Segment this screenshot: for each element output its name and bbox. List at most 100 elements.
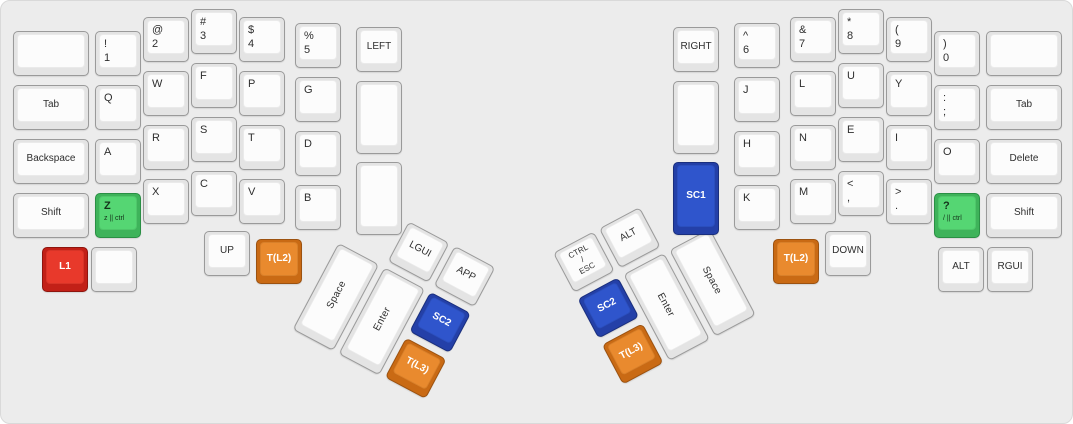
key-right-arrow[interactable]: RIGHT [673,27,719,72]
key-a[interactable]: A [95,139,141,184]
key-u[interactable]: U [838,63,884,108]
key-h[interactable]: H [734,131,780,176]
key-exclam-1[interactable]: !1 [95,31,141,76]
key-label: : [943,92,947,104]
key-p[interactable]: P [239,71,285,116]
key-label: T(L3) [403,355,431,377]
keycap-top: UP [208,234,246,268]
key-l-inner-tall-2[interactable] [356,162,402,235]
key-shift-right[interactable]: Shift [986,193,1062,238]
key-label: B [304,192,312,204]
key-tab-left[interactable]: Tab [13,85,89,130]
key-x[interactable]: X [143,179,189,224]
key-shift-left[interactable]: Shift [13,193,89,238]
key-w[interactable]: W [143,71,189,116]
keycap-top: &7 [794,20,832,54]
key-less-comma[interactable]: <, [838,171,884,216]
key-r-inner-tall-1[interactable] [673,81,719,154]
key-l-blank-bottom[interactable] [91,247,137,292]
keycap-top: G [299,80,337,114]
key-tab-right[interactable]: Tab [986,85,1062,130]
key-hash-3[interactable]: #3 [191,9,237,54]
key-q[interactable]: Q [95,85,141,130]
key-label: ! [104,38,108,50]
keycap-top: H [738,134,776,168]
key-dollar-4[interactable]: $4 [239,17,285,62]
key-greater-period[interactable]: >. [886,179,932,224]
key-label: , [847,192,851,205]
key-label: ALT [618,226,639,245]
key-rparen-0[interactable]: )0 [934,31,980,76]
key-alt-right[interactable]: ALT [938,247,984,292]
key-label: UP [220,245,234,257]
key-star-8[interactable]: *8 [838,9,884,54]
key-amp-7[interactable]: &7 [790,17,836,62]
keycap-top: Delete [990,142,1058,176]
key-percent-5[interactable]: %5 [295,23,341,68]
key-lparen-9[interactable]: (9 [886,17,932,62]
key-t-l2-right[interactable]: T(L2) [773,239,819,284]
key-label: C [200,178,208,190]
key-f[interactable]: F [191,63,237,108]
key-n[interactable]: N [790,125,836,170]
keycap-top: L1 [46,250,84,284]
keycap-top: Backspace [17,142,85,176]
key-b[interactable]: B [295,185,341,230]
keycap-top: L [794,74,832,108]
key-d[interactable]: D [295,131,341,176]
key-sc1[interactable]: SC1 [673,162,719,235]
key-left-arrow[interactable]: LEFT [356,27,402,72]
key-s[interactable]: S [191,117,237,162]
key-label: ; [943,106,947,119]
keycap-top: D [299,134,337,168]
key-label: Shift [1013,207,1034,219]
key-colon-semicolon[interactable]: :; [934,85,980,130]
key-t-l2-left[interactable]: T(L2) [256,239,302,284]
keycap-top: T [243,128,281,162]
key-caret-6[interactable]: ^6 [734,23,780,68]
key-j[interactable]: J [734,77,780,122]
keycap-top: V [243,182,281,216]
key-label: Tab [42,99,60,111]
key-m[interactable]: M [790,179,836,224]
keycap-top: X [147,182,185,216]
key-g[interactable]: G [295,77,341,122]
key-r-blank-top-outer[interactable] [986,31,1062,76]
key-e[interactable]: E [838,117,884,162]
keycap-top: I [890,128,928,162]
key-o[interactable]: O [934,139,980,184]
keycap-top: LEFT [360,30,398,64]
key-l1[interactable]: L1 [42,247,88,292]
key-k[interactable]: K [734,185,780,230]
key-label: Y [895,78,903,90]
key-delete[interactable]: Delete [986,139,1062,184]
key-r[interactable]: R [143,125,189,170]
keycap-top: ALT [942,250,980,284]
key-backspace[interactable]: Backspace [13,139,89,184]
keycap-top: SC2 [582,281,632,330]
key-l[interactable]: L [790,71,836,116]
keycap-top: SC2 [416,296,467,345]
key-label: APP [454,264,478,284]
key-rgui[interactable]: RGUI [987,247,1033,292]
key-i[interactable]: I [886,125,932,170]
keycap-top: (9 [890,20,928,54]
key-label: T(L2) [266,253,292,265]
keycap-top: T(L3) [606,327,657,376]
key-label: @ [152,24,164,36]
key-down-arrow[interactable]: DOWN [825,231,871,276]
key-label: 5 [304,44,311,57]
key-c[interactable]: C [191,171,237,216]
key-label: E [847,124,855,136]
key-t[interactable]: T [239,125,285,170]
key-y[interactable]: Y [886,71,932,116]
key-question-ctrl[interactable]: ?/ || ctrl [934,193,980,238]
key-at-2[interactable]: @2 [143,17,189,62]
key-l-inner-tall-1[interactable] [356,81,402,154]
key-l-blank-top-outer[interactable] [13,31,89,76]
key-up-arrow[interactable]: UP [204,231,250,276]
keycap-top: M [794,182,832,216]
key-v[interactable]: V [239,179,285,224]
